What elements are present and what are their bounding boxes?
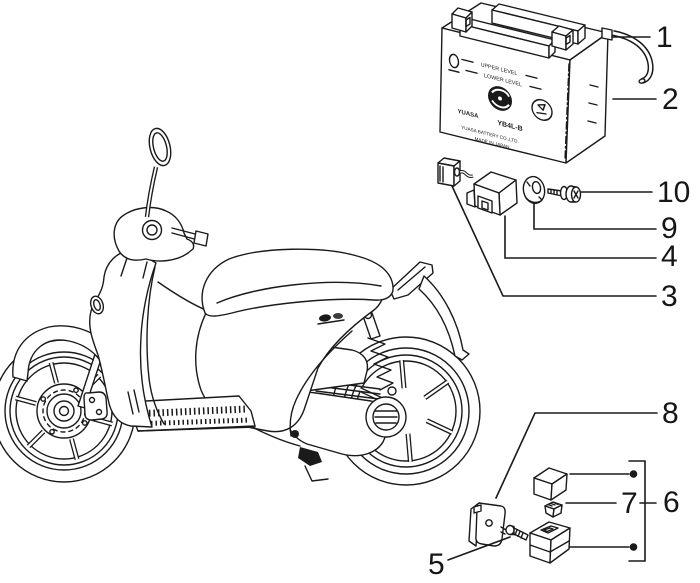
leader-lines	[447, 36, 658, 562]
callout-1[interactable]: 1	[656, 21, 673, 54]
battery: UPPER LEVEL LOWER LEVEL YUASA YB4L-B YUA…	[439, 2, 654, 164]
battery-terminal-positive	[551, 25, 574, 51]
mounting-screw	[547, 185, 582, 203]
vent-symbol-icon	[448, 53, 460, 69]
callout-4[interactable]: 4	[661, 240, 678, 273]
fuse-holder-body	[529, 521, 571, 564]
recycle-mark-icon	[531, 98, 553, 121]
leg-shield	[89, 248, 165, 428]
regulator-screw	[505, 524, 529, 541]
fuse	[544, 501, 563, 518]
yuasa-logo-icon	[488, 86, 512, 111]
callout-numbers: 1 2 3 4 5 6 7 8 9 10	[428, 21, 690, 581]
battery-terminal-negative	[451, 7, 473, 33]
scooter-illustration	[0, 127, 481, 486]
callout-5[interactable]: 5	[428, 548, 445, 581]
throttle-grip-end	[193, 230, 209, 247]
callout-7[interactable]: 7	[621, 487, 638, 520]
callout-6[interactable]: 6	[663, 486, 680, 519]
relay	[466, 171, 518, 216]
battery-vent-tube	[601, 27, 654, 84]
callout-9[interactable]: 9	[661, 212, 678, 245]
rear-fender	[389, 261, 470, 361]
fuse-holder-cover	[533, 467, 568, 501]
callout-3[interactable]: 3	[661, 280, 678, 313]
wiring-connector	[437, 157, 474, 187]
seat	[201, 248, 394, 317]
grommet	[522, 175, 546, 205]
voltage-regulator	[468, 502, 507, 547]
handlebar	[113, 206, 209, 262]
body-panel	[157, 281, 384, 437]
floorboard	[126, 395, 256, 432]
callout-2[interactable]: 2	[662, 83, 679, 116]
callout-8[interactable]: 8	[662, 397, 679, 430]
fuse-kit-bracket	[628, 460, 646, 562]
mirror	[144, 127, 172, 218]
callout-10[interactable]: 10	[657, 176, 690, 209]
